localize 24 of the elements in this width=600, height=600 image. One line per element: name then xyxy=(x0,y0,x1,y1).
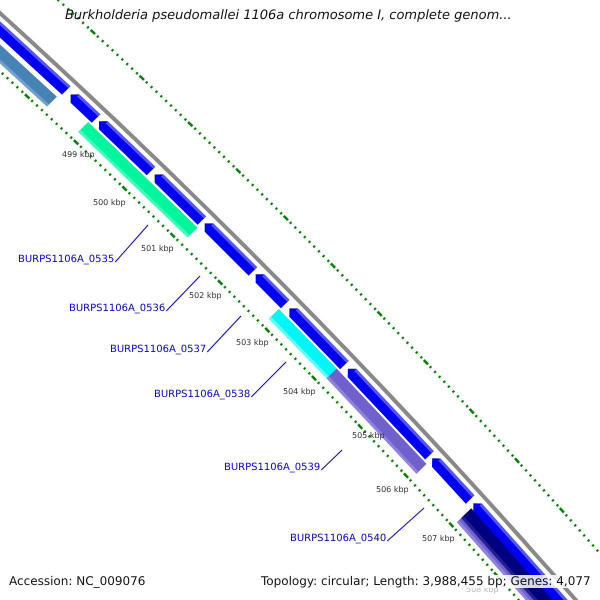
tick-label: 506 kbp xyxy=(376,486,409,495)
tick-label: 499 kbp xyxy=(62,151,95,160)
tick-label: 508 kbp xyxy=(466,586,499,595)
gene-label: BURPS1106A_0536 xyxy=(69,303,166,314)
leader-line xyxy=(250,362,286,398)
gene-label: BURPS1106A_0537 xyxy=(110,344,206,355)
map-title: Burkholderia pseudomallei 1106a chromosome I, complete genom... xyxy=(65,9,512,24)
gene-label: BURPS1106A_0535 xyxy=(18,254,114,265)
genome-stats-text: Topology: circular; Length: 3,988,455 bp; Genes: 4,077 xyxy=(261,575,591,588)
gene-label: BURPS1106A_0540 xyxy=(290,533,386,544)
leader-line xyxy=(320,450,342,470)
tick-label: 500 kbp xyxy=(93,199,126,208)
leader-line xyxy=(386,508,424,542)
tick-label: 501 kbp xyxy=(141,245,174,254)
accession-text: Accession: NC_009076 xyxy=(9,575,146,588)
gene-label: BURPS1106A_0538 xyxy=(154,389,250,400)
tick-label: 503 kbp xyxy=(236,339,269,348)
leader-line xyxy=(206,316,242,352)
leader-line xyxy=(166,276,200,312)
gene-label: BURPS1106A_0539 xyxy=(224,462,320,473)
tick-label: 502 kbp xyxy=(189,292,222,301)
leader-line xyxy=(114,224,148,262)
tick-label: 504 kbp xyxy=(283,388,316,397)
tick-label: 507 kbp xyxy=(422,535,455,544)
